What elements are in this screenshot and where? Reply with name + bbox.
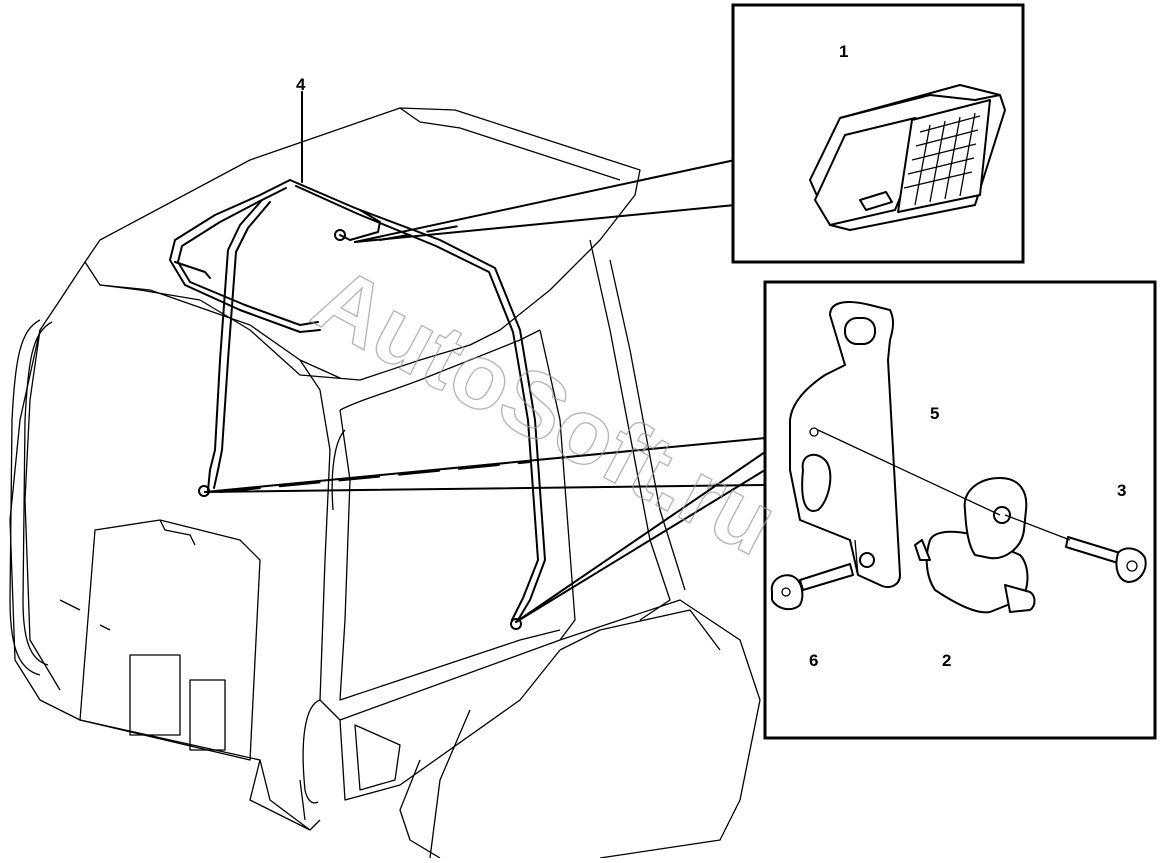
watermark-text: AutoSoft.ru <box>298 247 793 575</box>
cab-body <box>9 107 761 859</box>
watermark: AutoSoft.ru <box>297 247 793 576</box>
callout-1: 1 <box>839 42 848 61</box>
callout-3: 3 <box>1117 481 1126 500</box>
callout-6: 6 <box>809 651 818 670</box>
callout-4: 4 <box>296 75 306 94</box>
callout-2: 2 <box>942 651 951 670</box>
inset-box-lamp <box>731 3 1025 264</box>
callout-5: 5 <box>930 404 939 423</box>
inset-box-door-switch <box>763 280 1157 740</box>
callout-labels: 4 1 5 3 2 6 <box>296 42 1126 670</box>
wiring-harness-4 <box>169 179 546 630</box>
